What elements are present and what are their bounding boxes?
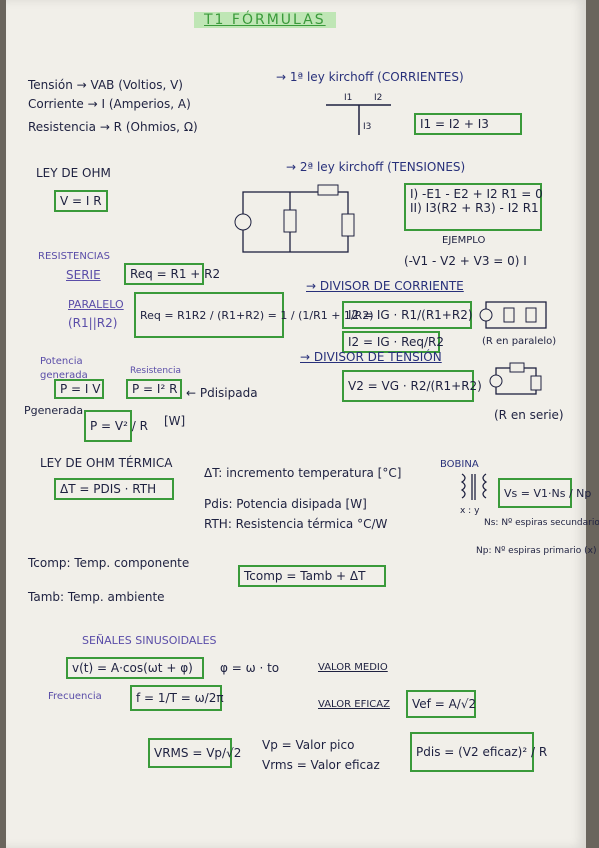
sinusoidal-rms-box: Vef = A/√2 — [406, 690, 476, 718]
voltage-divider-formula-box: V2 = VG · R2/(R1+R2) — [342, 370, 482, 402]
power-heading: Potencia generada — [40, 356, 88, 381]
power-dissipated-label: ← Pdisipada — [186, 386, 258, 400]
power-unit: [W] — [164, 414, 186, 428]
parallel-formula-box: Req = R1R2 / (R1+R2) = 1 / (1/R1 + 1/R2) — [134, 292, 374, 338]
power-formula1-box: P = I V — [54, 379, 104, 399]
thermal-formula-box: ΔT = PDIS · RTH — [54, 478, 174, 500]
definition-resistance: Resistencia → R (Ohmios, Ω) — [28, 120, 198, 134]
serie-label: SERIE — [66, 268, 101, 282]
current-divider-formula1-box: I2 = IG · R1/(R1+R2) — [342, 301, 473, 329]
current-divider-formula2-box: I2 = IG · Req/R2 — [342, 331, 444, 353]
vrms-formula-box: VRMS = Vp/√2 — [148, 738, 241, 768]
definition-voltage: Tensión → VAB (Voltios, V) — [28, 78, 183, 92]
voltage-divider-label: → DIVISOR DE TENSIÓN — [300, 350, 442, 364]
thermal-def-pdis: Pdis: Potencia disipada [W] — [204, 497, 367, 511]
coil-label: BOBINA — [440, 459, 479, 470]
coil-formula-box: Vs = V1·Ns / Np — [498, 478, 591, 508]
ohm-label: LEY DE OHM — [36, 166, 111, 180]
power-formula3-box: P = V² / R — [84, 410, 148, 442]
frequency-label: Frecuencia — [48, 691, 102, 702]
coil-ns-def: Ns: Nº espiras secundario (y) — [484, 518, 599, 528]
pdis-formula-box: Pdis = (V2 eficaz)² / R — [410, 732, 547, 772]
kirchhoff2-label: → 2ª ley kirchoff (TENSIONES) — [286, 160, 466, 174]
kirchhoff2-equations-box: I) -E1 - E2 + I2 R1 = 0 II) I3(R2 + R3) … — [404, 183, 543, 231]
parallel-label: PARALELO — [68, 298, 124, 311]
kirchhoff2-eq1: I) -E1 - E2 + I2 R1 = 0 — [410, 187, 543, 201]
parallel-sub: (R1||R2) — [68, 316, 118, 330]
kirchhoff1-i1: I1 — [344, 93, 353, 103]
coil-transformer-icon — [460, 473, 488, 500]
kirchhoff1-i2: I2 — [374, 93, 383, 103]
power-generated-label: Pgenerada — [24, 404, 84, 417]
current-divider-label: → DIVISOR DE CORRIENTE — [306, 279, 464, 293]
kirchhoff2-circuit-diagram — [234, 184, 355, 253]
frequency-formula-box: f = 1/T = ω/2π — [130, 685, 224, 711]
current-divider-diagram — [479, 301, 547, 329]
vp-def: Vp = Valor pico — [262, 738, 355, 752]
sinusoidal-mean-label: VALOR MEDIO — [318, 662, 388, 673]
resistances-heading: RESISTENCIAS — [38, 251, 110, 262]
kirchhoff1-i3: I3 — [363, 122, 372, 132]
kirchhoff1-label: → 1ª ley kirchoff (CORRIENTES) — [276, 70, 464, 84]
voltage-divider-diagram — [489, 362, 542, 395]
sinusoidal-vt-box: v(t) = A·cos(ωt + φ) — [66, 657, 204, 679]
coil-np-def: Np: Nº espiras primario (x) — [476, 546, 597, 556]
kirchhoff1-formula-box: I1 = I2 + I3 — [414, 113, 522, 135]
kirchhoff2-example: EJEMPLO — [442, 235, 486, 246]
definition-current: Corriente → I (Amperios, A) — [28, 97, 191, 111]
power-resistance-label: Resistencia — [130, 366, 181, 376]
sinusoidal-heading: SEÑALES SINUSOIDALES — [82, 634, 217, 647]
tamb-label: Tamb: Temp. ambiente — [28, 590, 165, 604]
kirchhoff2-eq2: II) I3(R2 + R3) - I2 R1 — [410, 201, 539, 215]
page-title: T1 FÓRMULAS — [194, 12, 336, 28]
serie-formula-box: Req = R1 + R2 — [124, 263, 220, 285]
sinusoidal-rms-label: VALOR EFICAZ — [318, 699, 390, 710]
voltage-divider-note: (R en serie) — [494, 408, 564, 422]
ohm-formula-box: V = I R — [54, 190, 108, 212]
current-divider-note: (R en paralelo) — [482, 336, 557, 347]
thermal-heading: LEY DE OHM TÉRMICA — [40, 456, 173, 470]
tcomp-formula-box: Tcomp = Tamb + ΔT — [238, 565, 386, 587]
kirchhoff2-extra: (-V1 - V2 + V3 = 0) I — [404, 254, 527, 268]
kirchhoff1-node-diagram — [326, 104, 391, 135]
power-formula2-box: P = I² R — [126, 379, 182, 399]
thermal-def-rth: RTH: Resistencia térmica °C/W — [204, 517, 388, 531]
thermal-def-delta-t: ΔT: incremento temperatura [°C] — [204, 466, 402, 480]
tcomp-label: Tcomp: Temp. componente — [28, 556, 190, 570]
sinusoidal-phi: φ = ω · to — [220, 661, 280, 675]
notebook-page: T1 FÓRMULAS Tensión → VAB (Voltios, V) C… — [6, 0, 599, 848]
coil-xy: x : y — [460, 506, 480, 516]
vrms-def: Vrms = Valor eficaz — [262, 758, 380, 772]
